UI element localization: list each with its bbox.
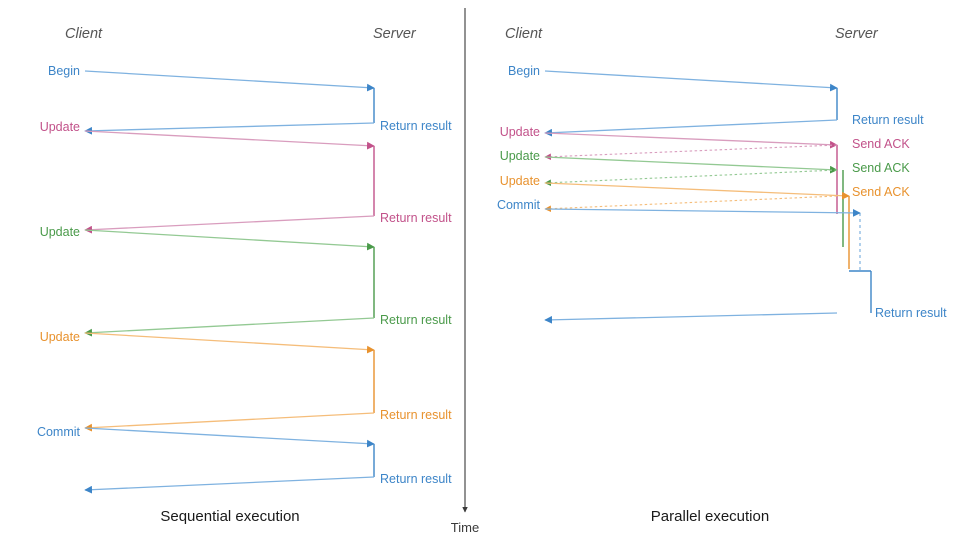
message-label-return-result-7: Return result (380, 408, 452, 422)
message-label-update-4: Update (40, 225, 80, 239)
actor-label-client-sequential: Client (65, 26, 103, 42)
message-arrow-blue-1 (84, 122, 375, 135)
message-label-return-result-1: Return result (852, 113, 924, 127)
actor-label-server-parallel: Server (835, 26, 879, 42)
message-arrow-green-5 (544, 169, 838, 187)
message-label-return-result-5: Return result (380, 313, 452, 327)
message-label-update-2: Update (500, 125, 540, 139)
message-arrow-pink-2 (84, 130, 375, 150)
message-arrow-blue-9 (84, 476, 375, 494)
message-arrow-green-4 (544, 156, 838, 174)
actor-label-server-sequential: Server (373, 26, 417, 42)
message-label-commit-8: Commit (497, 198, 541, 212)
message-label-update-6: Update (500, 174, 540, 188)
message-label-update-2: Update (40, 120, 80, 134)
message-label-return-result-3: Return result (380, 211, 452, 225)
message-label-update-4: Update (500, 149, 540, 163)
message-arrow-pink-3 (544, 144, 838, 161)
message-label-send-ack-5: Send ACK (852, 161, 910, 175)
message-label-send-ack-7: Send ACK (852, 185, 910, 199)
message-arrow-blue-0 (84, 70, 375, 92)
caption-parallel-execution: Parallel execution (651, 508, 769, 525)
message-arrow-blue-0 (544, 70, 838, 92)
message-label-return-result-9: Return result (380, 472, 452, 486)
message-label-return-result-1: Return result (380, 119, 452, 133)
message-arrow-blue-9 (544, 312, 838, 324)
message-arrow-blue-8 (84, 427, 375, 448)
message-arrow-pink-3 (84, 215, 375, 234)
message-arrow-green-4 (84, 229, 375, 251)
message-arrow-orange-7 (84, 412, 375, 432)
message-arrow-orange-6 (84, 332, 375, 354)
message-label-begin-0: Begin (508, 64, 540, 78)
time-axis-label: Time (451, 520, 479, 535)
caption-sequential-execution: Sequential execution (160, 508, 299, 525)
message-arrow-blue-8 (544, 208, 861, 217)
message-arrow-pink-2 (544, 132, 838, 149)
message-arrow-green-5 (84, 317, 375, 337)
message-arrow-orange-7 (544, 195, 838, 213)
message-label-update-6: Update (40, 330, 80, 344)
message-arrow-blue-1 (544, 119, 838, 137)
message-label-commit-8: Commit (37, 425, 81, 439)
message-arrow-orange-6 (544, 182, 850, 200)
actor-label-client-parallel: Client (505, 26, 543, 42)
message-label-begin-0: Begin (48, 64, 80, 78)
message-label-return-result-9: Return result (875, 306, 947, 320)
message-label-send-ack-3: Send ACK (852, 137, 910, 151)
